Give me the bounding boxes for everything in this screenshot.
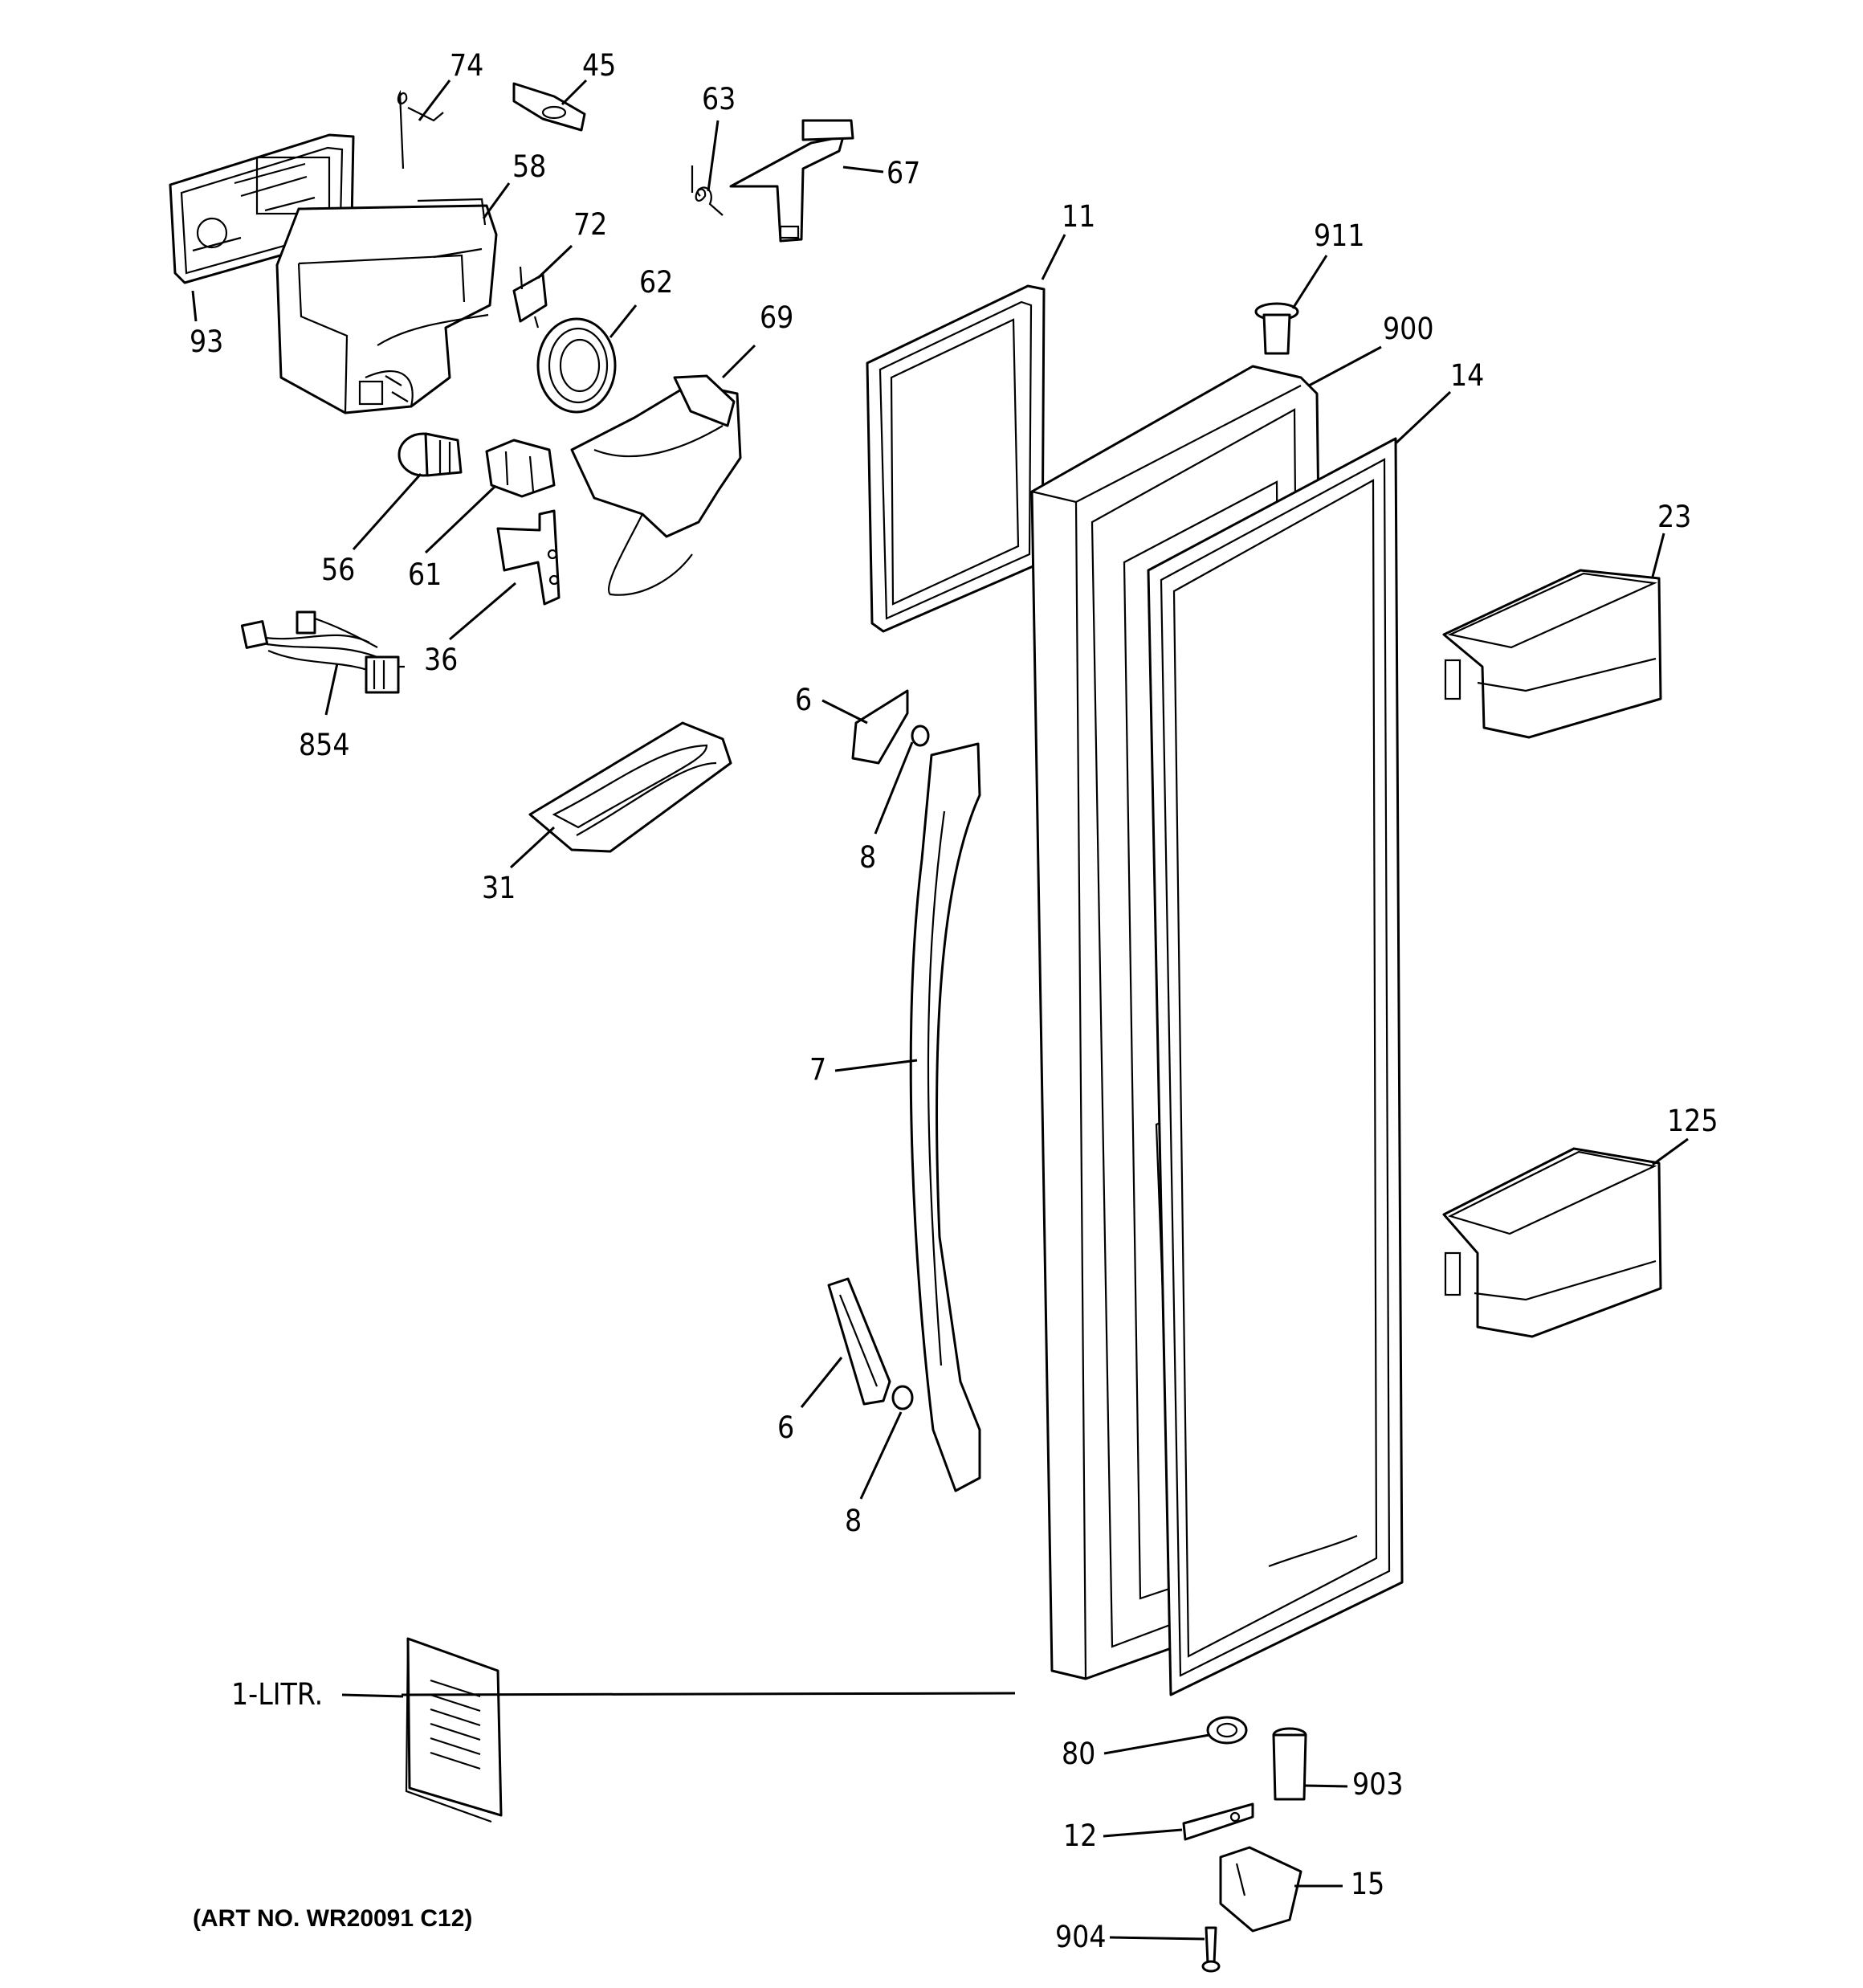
callout-6-upper: 6	[795, 683, 812, 717]
callout-8-lower: 8	[845, 1504, 862, 1538]
callout-93: 93	[190, 325, 223, 359]
callout-904: 904	[1055, 1920, 1107, 1954]
callout-900: 900	[1383, 312, 1434, 346]
callout-23: 23	[1657, 500, 1691, 534]
part-15-hinge	[1219, 1846, 1302, 1933]
callout-72: 72	[573, 207, 607, 242]
part-904-screw	[1201, 1926, 1221, 1973]
part-36-bracket	[496, 509, 561, 606]
part-11-door-panel	[866, 284, 1046, 633]
part-8-upper-screw	[911, 725, 930, 747]
leader-1-litr	[341, 1693, 404, 1698]
callout-8-upper: 8	[859, 840, 876, 875]
callout-69: 69	[760, 300, 793, 335]
part-67-lever	[729, 119, 854, 243]
callout-903: 903	[1352, 1767, 1404, 1802]
part-12-shim	[1182, 1802, 1254, 1841]
callout-7: 7	[809, 1052, 826, 1087]
part-125-door-bin	[1442, 1147, 1662, 1338]
part-74-spring	[397, 89, 444, 169]
callout-125: 125	[1667, 1104, 1718, 1138]
part-61-coupling	[485, 439, 556, 498]
callout-31: 31	[482, 871, 516, 905]
callout-1-litr: 1-LITR.	[231, 1677, 323, 1712]
callout-12: 12	[1063, 1819, 1097, 1853]
callout-36: 36	[424, 643, 458, 677]
callout-6-lower: 6	[777, 1410, 794, 1445]
part-6-lower-cap	[827, 1277, 891, 1406]
callout-854: 854	[299, 728, 350, 762]
part-14-gasket	[1147, 437, 1404, 1696]
part-69-funnel	[570, 374, 742, 596]
leader-lines	[191, 79, 1689, 1941]
part-63-spring	[691, 165, 724, 216]
part-45-bracket	[512, 82, 586, 132]
callout-80: 80	[1062, 1737, 1095, 1771]
callout-67: 67	[887, 156, 920, 190]
part-7-handle	[909, 742, 981, 1492]
callout-63: 63	[702, 82, 736, 116]
part-903-pin	[1272, 1727, 1307, 1801]
callout-62: 62	[639, 265, 673, 300]
part-72-switch	[512, 266, 548, 329]
part-1-litr-literature	[405, 1637, 503, 1823]
part-854-wire-harness	[240, 610, 405, 694]
callout-58: 58	[512, 149, 546, 184]
part-8-lower-screw	[891, 1385, 914, 1410]
part-62-ring	[536, 317, 617, 414]
part-6-upper-cap	[851, 689, 909, 765]
part-58-dispenser-housing	[275, 198, 498, 414]
callout-56: 56	[321, 553, 355, 587]
callout-15: 15	[1351, 1867, 1384, 1901]
part-23-door-bin	[1442, 569, 1662, 739]
callout-911: 911	[1314, 218, 1365, 253]
callout-11: 11	[1062, 199, 1095, 234]
callout-14: 14	[1450, 358, 1484, 393]
callout-74: 74	[450, 48, 483, 83]
part-56-bulb	[397, 432, 463, 477]
part-80-plug	[1206, 1716, 1248, 1745]
callout-45: 45	[582, 48, 616, 83]
part-911-bushing	[1254, 302, 1299, 355]
callout-61: 61	[408, 557, 442, 592]
art-number: (ART NO. WR20091 C12)	[193, 1905, 472, 1932]
part-31-drip-tray	[528, 721, 732, 853]
